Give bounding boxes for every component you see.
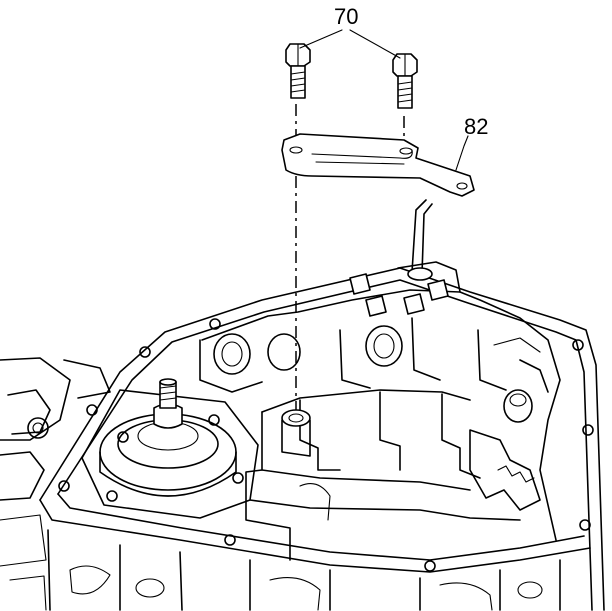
filler-tube (407, 199, 433, 281)
flange-bolt-hole (424, 560, 436, 572)
flange-bolt-hole (209, 318, 221, 330)
callout-label-bolts: 70 (334, 4, 359, 29)
accumulator-cover (81, 378, 259, 519)
bracket-hole (399, 147, 413, 155)
valve-body (199, 261, 561, 561)
flange-bolt-hole (86, 404, 98, 416)
bolt-left (285, 43, 311, 99)
bracket-hole (289, 146, 303, 154)
bolt-right (392, 53, 418, 109)
leader-lines (299, 29, 469, 171)
flange-bolt-hole (582, 424, 594, 436)
bracket (281, 133, 475, 197)
flange-bolt-hole (572, 339, 584, 351)
flange-bolt-hole (579, 519, 591, 531)
left-case-detail (0, 357, 111, 611)
flange-bolt-hole (139, 346, 151, 358)
flange-bolt-hole (58, 480, 70, 492)
case-pan-flange (39, 267, 605, 611)
callout-label-bracket: 82 (464, 114, 489, 139)
lower-casting (47, 529, 561, 611)
flange-bolt-hole (224, 534, 236, 546)
